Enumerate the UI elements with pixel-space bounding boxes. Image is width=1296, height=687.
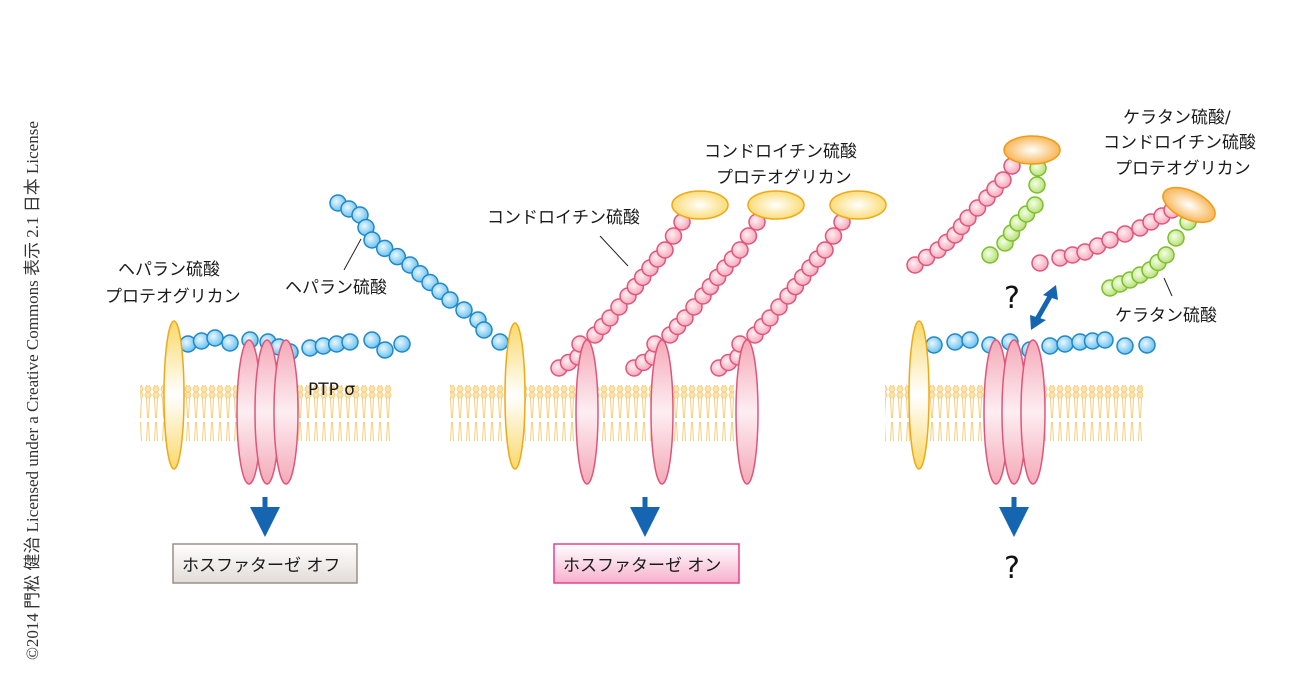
sugar-bead <box>363 331 381 349</box>
chondroitin-core-protein <box>671 190 729 220</box>
keratan-chain-pointer <box>1163 277 1173 297</box>
sugar-bead <box>1031 254 1049 272</box>
chondroitin-chain-label: コンドロイチン硫酸 <box>487 208 640 228</box>
heparan-proteoglycan-label-line2: プロテオグリカン <box>105 287 241 307</box>
ptp-sigma-receptor-domain <box>1020 339 1046 485</box>
phosphatase-off-text: ホスファターゼ オフ <box>182 556 340 576</box>
sugar-bead <box>1028 176 1046 194</box>
sugar-bead <box>1096 331 1114 349</box>
keratan-chain-label: ケラタン硫酸 <box>1115 306 1217 326</box>
sugar-bead <box>824 227 843 245</box>
chondroitin-sulfate-chain <box>550 213 691 377</box>
sugar-bead <box>221 334 239 352</box>
keratan-proteoglycan-label-line3: プロテオグリカン <box>1115 159 1251 179</box>
sugar-bead <box>1138 336 1156 354</box>
ptp-sigma-receptor-2 <box>575 339 599 485</box>
sugar-bead <box>491 333 509 351</box>
sugar-bead <box>441 291 459 309</box>
heparan-chain-label: ヘパラン硫酸 <box>285 278 387 298</box>
phosphatase-off-box <box>172 543 358 584</box>
sugar-bead <box>206 329 224 347</box>
sugar-bead <box>388 247 407 266</box>
chondroitin-proteoglycan-label-line1: コンドロイチン硫酸 <box>704 142 857 162</box>
sugar-bead <box>994 171 1012 189</box>
chondroitin-sulfate-chain <box>710 213 851 377</box>
keratan-chondroitin-core-protein-2 <box>1162 186 1216 224</box>
sugar-bead <box>475 321 493 339</box>
chondroitin-sulfate-chain <box>625 213 766 377</box>
keratan-sulfate-chain-free <box>981 159 1047 264</box>
sugar-bead <box>1041 337 1059 355</box>
ptp-sigma-receptor-3 <box>983 339 1046 485</box>
ptp-sigma-receptor-2 <box>735 339 759 485</box>
sugar-bead <box>455 301 473 319</box>
heparan-core-protein-1 <box>163 320 185 470</box>
chondroitin-core-protein <box>829 190 887 220</box>
binding-question-mark: ? <box>1004 281 1020 316</box>
keratan-proteoglycan-label-line2: コンドロイチン硫酸 <box>1103 133 1256 153</box>
keratan-panel-core-protein <box>908 320 930 470</box>
sugar-bead <box>1116 225 1134 243</box>
sugar-bead <box>981 246 999 264</box>
sugar-bead <box>739 227 758 245</box>
keratan-proteoglycan-label-line1: ケラタン硫酸/ <box>1123 108 1231 128</box>
chondroitin-core-protein <box>747 190 805 220</box>
heparan-sulfate-chain-free <box>329 194 509 351</box>
heparan-sulfate-chain-bound-3 <box>925 331 1156 359</box>
result-question-mark: ? <box>1004 551 1020 586</box>
sugar-bead <box>363 231 381 249</box>
heparan-proteoglycan-label-line1: ヘパラン硫酸 <box>118 260 220 280</box>
sugar-bead <box>925 336 943 354</box>
sugar-bead <box>816 241 834 259</box>
sugar-bead <box>341 333 359 351</box>
heparan-sulfate-chain-bound <box>179 329 411 361</box>
sugar-bead <box>656 241 674 259</box>
chondroitin-chain-pointer <box>599 235 629 267</box>
keratan-chondroitin-core-protein <box>1003 135 1061 165</box>
sugar-bead <box>1116 337 1134 355</box>
sugar-bead <box>393 335 411 353</box>
sugar-bead <box>664 227 683 245</box>
chondroitin-sulfate-chain-free <box>906 157 1021 274</box>
sugar-bead <box>1101 231 1119 249</box>
ptp-sigma-receptor-domain <box>273 339 299 485</box>
sugar-bead <box>376 341 394 359</box>
sugar-bead <box>961 331 979 349</box>
sugar-bead <box>1167 229 1185 247</box>
chondroitin-proteoglycan-label-line2: プロテオグリカン <box>716 168 852 188</box>
sugar-bead <box>1056 335 1074 353</box>
heparan-core-protein-2 <box>504 322 526 470</box>
ptp-sigma-receptor-1 <box>236 339 299 485</box>
copyright-text: ©2014 門松 健治 Licensed under a Creative Co… <box>23 121 42 660</box>
phosphatase-on-text: ホスファターゼ オン <box>563 556 721 576</box>
ptp-sigma-receptor-2 <box>650 339 674 485</box>
sugar-bead <box>946 333 964 351</box>
heparan-chain-pointer <box>343 238 362 271</box>
binding-double-arrow <box>1030 285 1058 330</box>
sugar-bead <box>1026 196 1044 214</box>
phosphatase-on-box <box>553 543 740 584</box>
sugar-bead <box>731 241 749 259</box>
sugar-bead <box>375 239 394 258</box>
ptp-sigma-label: PTP σ <box>308 380 355 400</box>
sugar-bead <box>1157 246 1175 264</box>
